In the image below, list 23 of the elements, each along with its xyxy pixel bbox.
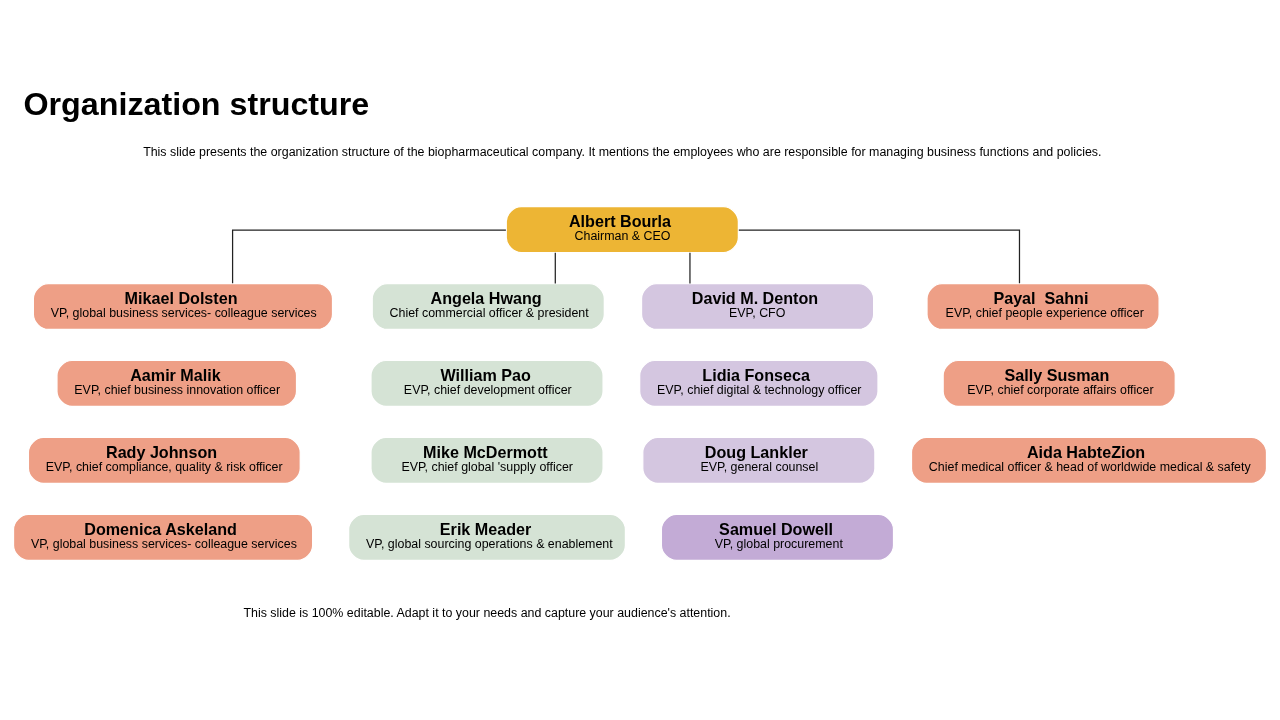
connector — [738, 229, 1021, 284]
node-box: Doug Lankler EVP, general counsel — [642, 436, 876, 484]
connector — [554, 251, 556, 284]
node-box: Erik Meader VP, global sourcing operations & enablement — [348, 513, 627, 561]
node-box: Domenica Askeland VP, global business services- colleague services — [12, 513, 314, 561]
node-box: David M. Denton EVP, CFO — [640, 282, 875, 330]
diagram-title: Organization structure — [23, 85, 370, 121]
node-box: Sally Susman EVP, chief corporate affairs officer — [942, 359, 1176, 407]
node-box: Aida HabteZion Chief medical officer & head of worldwide medical & safety — [910, 436, 1268, 484]
node-box: Albert Bourla Chairman & CEO — [505, 205, 739, 253]
node-box: Rady Johnson EVP, chief compliance, quality & risk officer — [27, 436, 301, 484]
node-box: Payal Sahni EVP, chief people experience officer — [926, 282, 1160, 330]
label: This slide presents the organization structure of the biopharmaceutical company. It mentions the employees who are responsible for managing business functions and policies. — [143, 144, 1102, 159]
node-box: Samuel Dowell VP, global procurement — [660, 513, 895, 561]
node-box: Aamir Malik EVP, chief business innovation officer — [56, 359, 298, 407]
node-box: William Pao EVP, chief development officer — [370, 359, 604, 407]
connector — [231, 229, 507, 284]
node-box: Angela Hwang Chief commercial officer & president — [371, 282, 605, 330]
node-box: Mikael Dolsten VP, global business services- colleague services — [32, 282, 334, 330]
node-box: Lidia Fonseca EVP, chief digital & technology officer — [639, 359, 879, 407]
label: This slide is 100% editable. Adapt it to your needs and capture your audience's attention. — [243, 605, 731, 620]
node-box: Mike McDermott EVP, chief global 'supply officer — [370, 436, 604, 484]
connector — [689, 251, 691, 284]
